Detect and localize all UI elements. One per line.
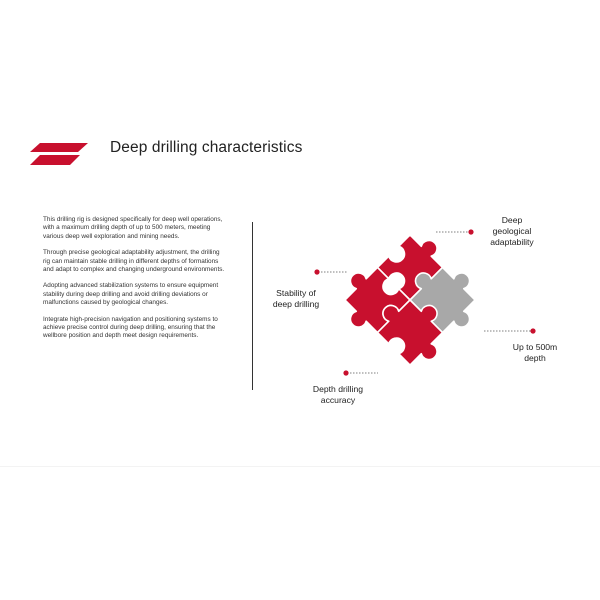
label-line: Up to 500m — [512, 342, 558, 352]
paragraph-3: Adopting advanced stabilization systems … — [43, 282, 219, 307]
logo-stripe-top — [30, 143, 88, 152]
slide-bottom-edge — [0, 466, 600, 467]
page-title: Deep drilling characteristics — [110, 139, 303, 156]
label-line: Depth drilling — [312, 384, 364, 394]
puzzle-diagram — [314, 229, 536, 376]
paragraph-2: Through precise geological adaptability … — [43, 249, 225, 274]
description-text: This drilling rig is designed specifical… — [43, 216, 225, 349]
label-line: accuracy — [320, 395, 356, 405]
paragraph-1: This drilling rig is designed specifical… — [43, 216, 223, 240]
label-stability-deep-drilling: Stability of deep drilling — [266, 288, 326, 310]
label-line: geological — [492, 226, 532, 236]
brand-logo — [30, 143, 88, 165]
label-line: depth — [524, 353, 546, 363]
puzzle-piece-bottom — [376, 299, 444, 366]
label-line: adaptability — [490, 237, 534, 247]
label-up-to-500m-depth: Up to 500m depth — [506, 342, 564, 364]
vertical-divider — [252, 222, 253, 390]
dot-left — [314, 269, 320, 275]
dot-bottom — [343, 370, 349, 376]
label-line: Deep — [501, 215, 523, 225]
label-deep-geological-adaptability: Deep geological adaptability — [486, 215, 538, 248]
label-depth-drilling-accuracy: Depth drilling accuracy — [304, 384, 372, 406]
dot-right — [530, 328, 536, 334]
logo-stripe-bottom — [30, 155, 80, 165]
label-line: Stability of — [276, 288, 316, 298]
paragraph-4: Integrate high-precision navigation and … — [43, 315, 218, 340]
dot-top-right — [468, 229, 474, 235]
label-line: deep drilling — [272, 299, 320, 309]
